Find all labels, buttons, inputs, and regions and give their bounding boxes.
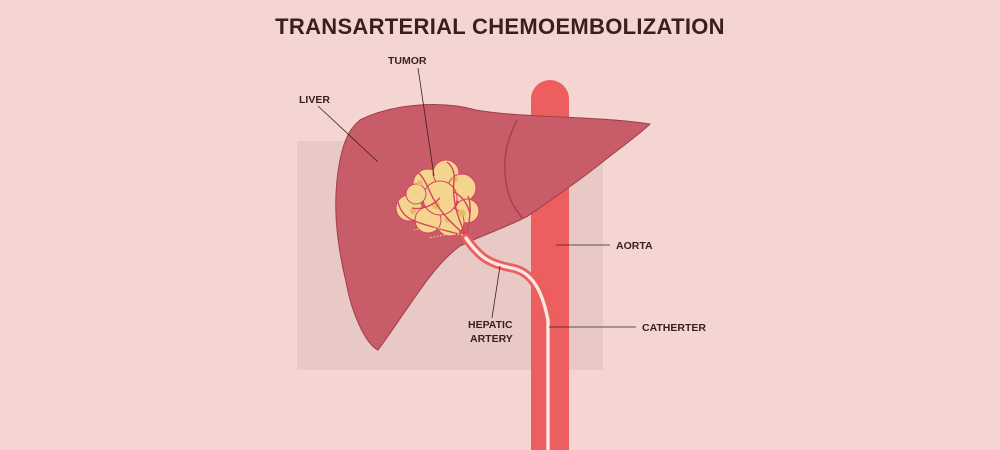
liver-leader	[317, 105, 379, 163]
catheter	[464, 236, 550, 450]
tumor	[395, 159, 480, 239]
label-aorta: AORTA	[616, 240, 653, 252]
label-liver: LIVER	[299, 94, 330, 106]
hepatic-artery-leader	[491, 265, 501, 319]
label-hepatic-line2: ARTERY	[470, 333, 513, 345]
label-hepatic-line1: HEPATIC	[468, 319, 513, 331]
label-catheter: CATHERTER	[642, 322, 706, 334]
tumor-leader	[417, 67, 435, 177]
diagram-title: TRANSARTERIAL CHEMOEMBOLIZATION	[275, 14, 725, 39]
liver	[335, 104, 652, 351]
label-tumor: TUMOR	[388, 55, 427, 67]
liver-lobe-line	[504, 119, 523, 219]
